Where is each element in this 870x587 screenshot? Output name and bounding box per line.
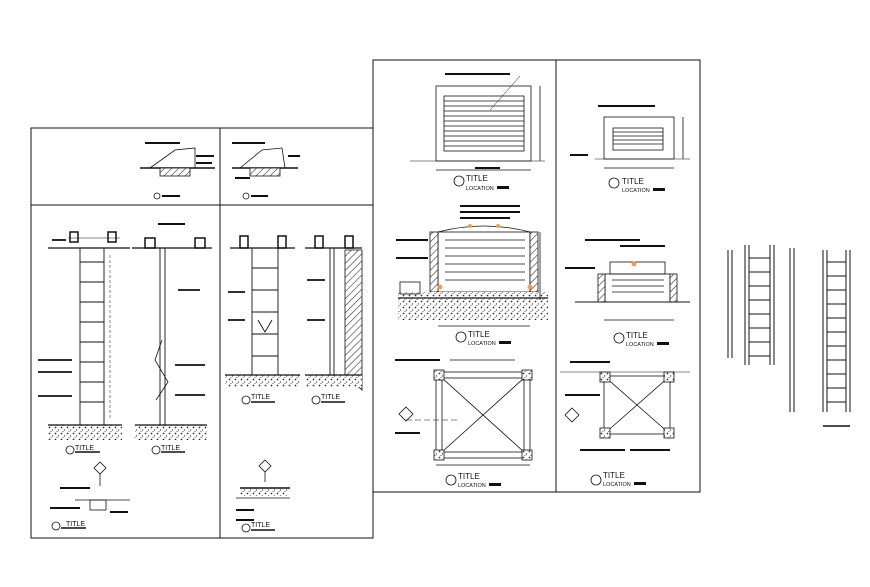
plan-large <box>395 359 533 466</box>
detail-top-1 <box>140 142 215 200</box>
location-label: LOCATION <box>466 186 494 192</box>
title-label: TITLE <box>75 445 94 452</box>
shutter-section-large <box>396 205 548 327</box>
location-blocks <box>489 186 669 486</box>
title-label: TITLE <box>622 177 644 186</box>
title-label: TITLE <box>466 174 488 183</box>
detail-top-2 <box>232 142 300 200</box>
middle-sheet <box>372 59 701 493</box>
detail-bottom-2 <box>236 459 290 521</box>
title-label: TITLE <box>251 522 270 529</box>
title-label: TITLE <box>626 331 648 340</box>
ladder-side-view <box>727 245 795 412</box>
location-label: LOCATION <box>622 188 650 194</box>
title-label: TITLE <box>458 472 480 481</box>
location-label: LOCATION <box>468 341 496 347</box>
plan-small <box>560 361 690 451</box>
shutter-section-small <box>565 239 690 321</box>
louver-elevation-large <box>410 73 545 171</box>
title-marks <box>51 175 625 533</box>
location-label: LOCATION <box>603 482 631 488</box>
title-label: TITLE <box>66 521 85 528</box>
detail-bottom-1 <box>50 461 130 513</box>
title-label: TITLE <box>161 445 180 452</box>
louver-elevation-small <box>570 105 690 169</box>
ladder-section-d <box>305 235 363 391</box>
location-label: LOCATION <box>458 483 486 489</box>
ladder-elevation-c <box>225 235 300 387</box>
location-label: LOCATION <box>626 342 654 348</box>
ladder-front-view <box>822 250 851 427</box>
left-sheet <box>30 127 374 539</box>
title-label: TITLE <box>468 330 490 339</box>
title-label: TITLE <box>321 394 340 401</box>
title-label: TITLE <box>603 471 625 480</box>
title-label: TITLE <box>251 394 270 401</box>
title-labels: TITLE TITLE TITLE TITLE TITLE TITLE TITL… <box>66 174 654 529</box>
ladder-section-b <box>132 223 212 440</box>
ladder-elevation-a <box>38 231 130 440</box>
